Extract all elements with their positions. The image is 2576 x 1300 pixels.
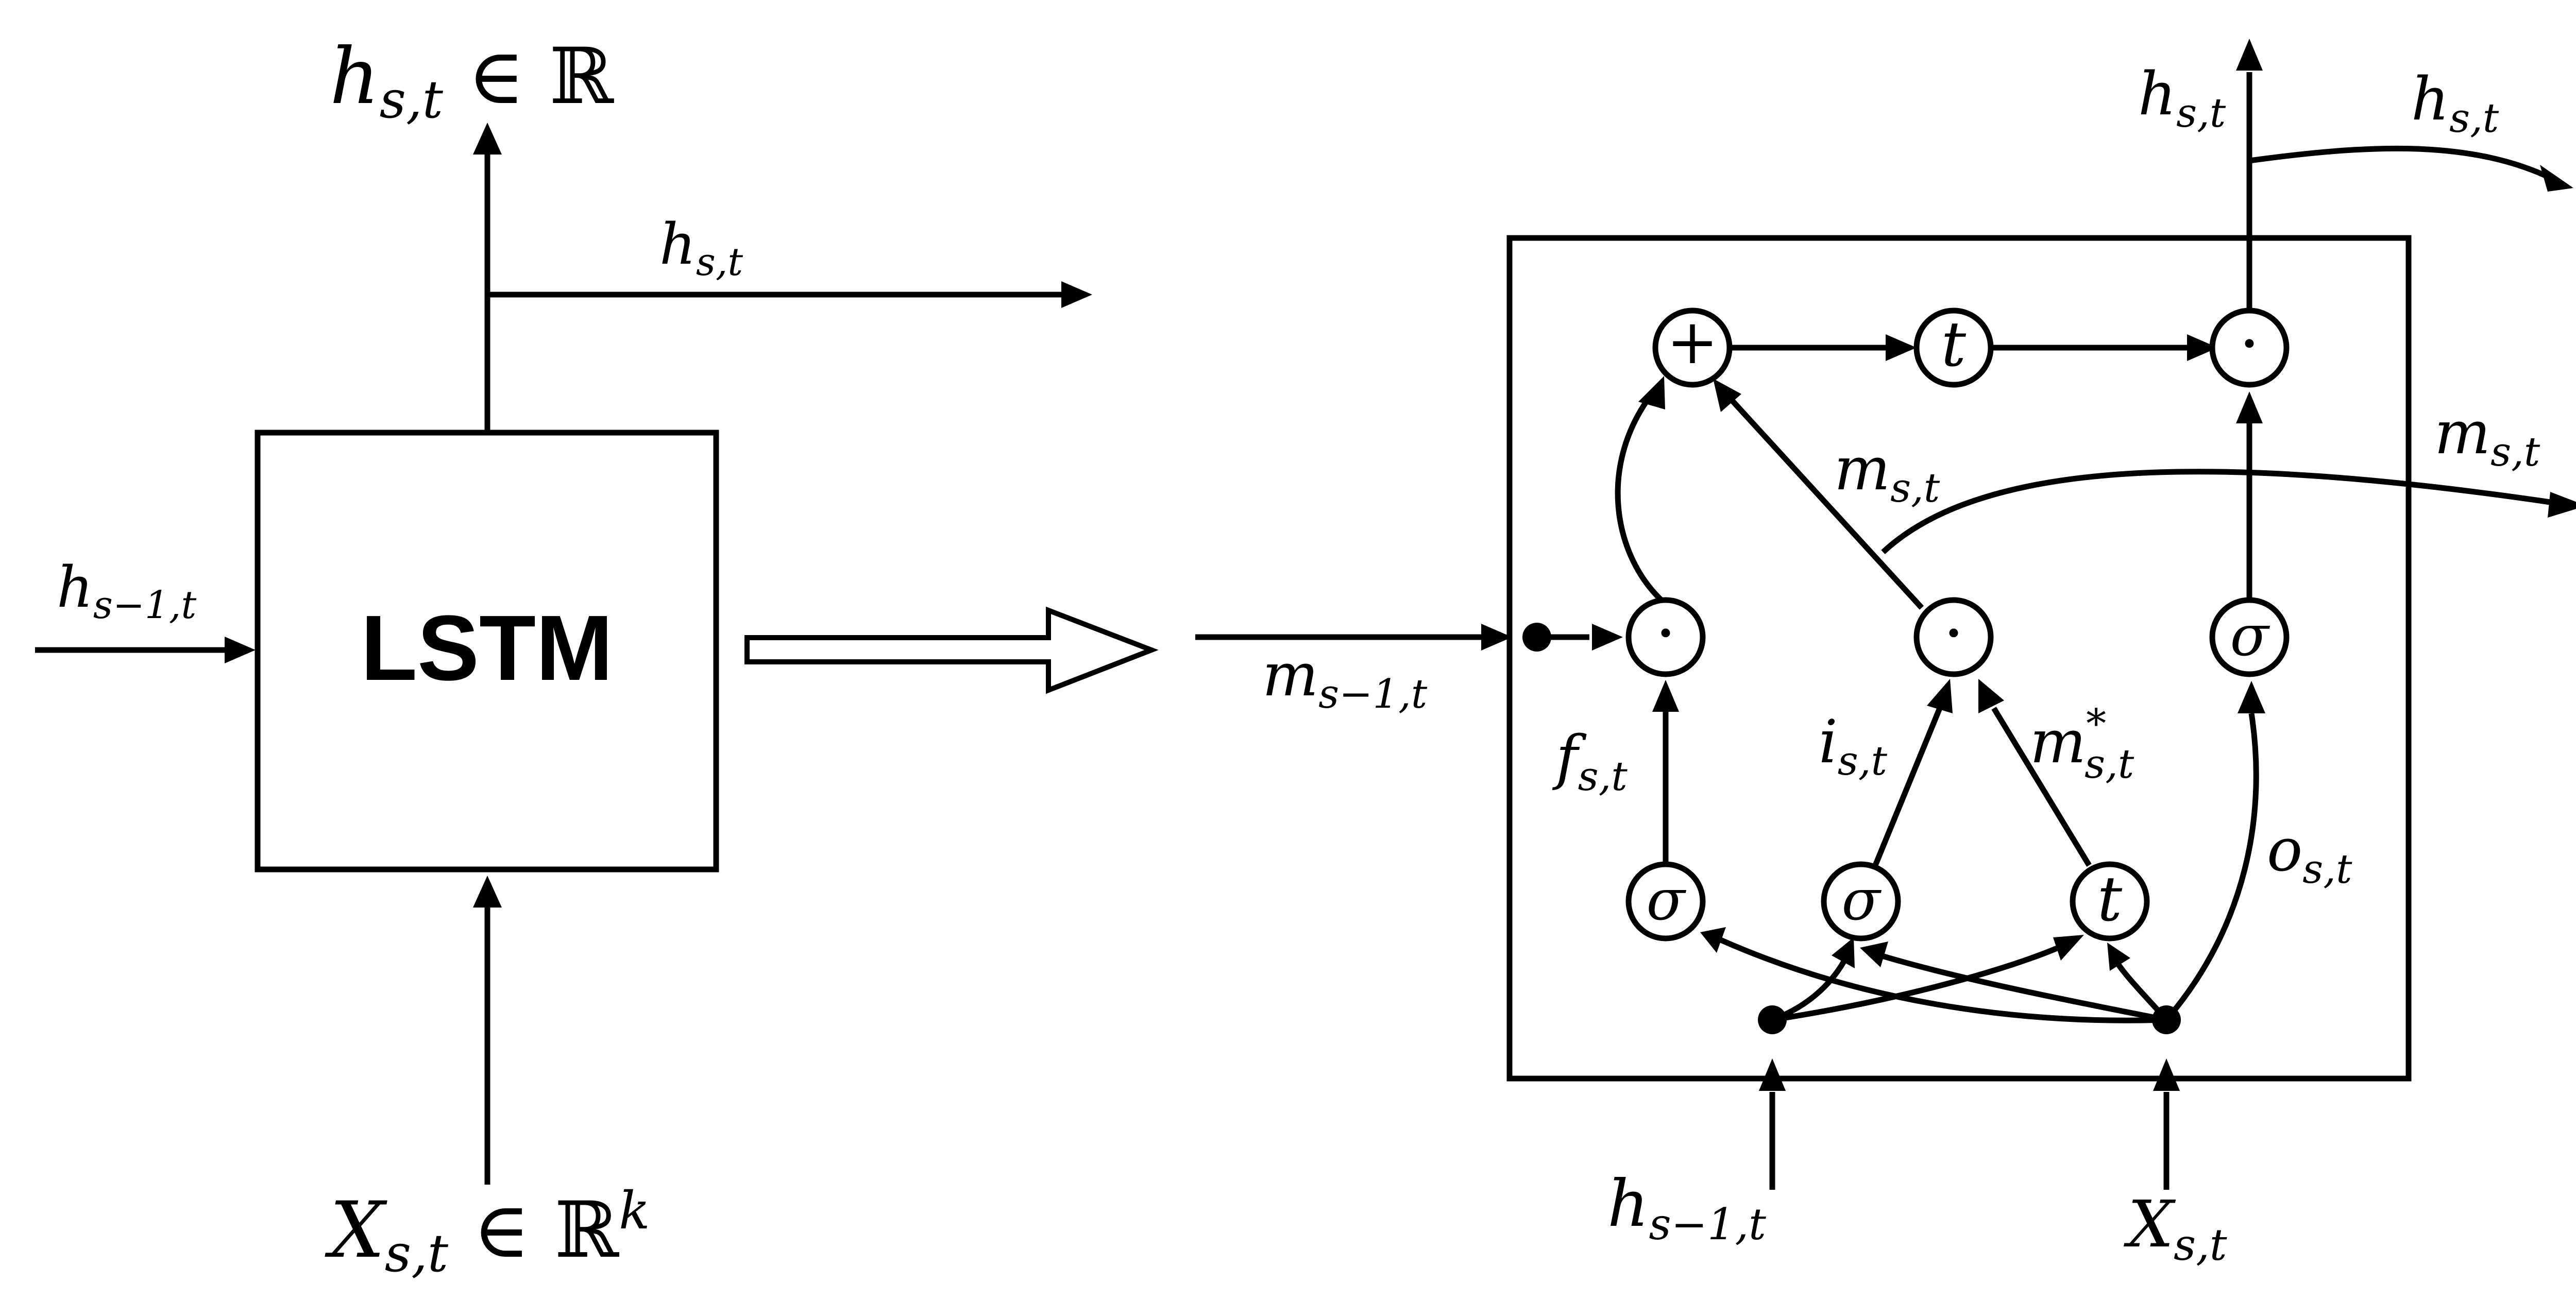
i-sigma-node bbox=[1821, 861, 1901, 942]
cell-arrowheads bbox=[1481, 39, 2576, 1091]
f-label: fs,t bbox=[1552, 723, 1628, 800]
ah-hprev-tanhb bbox=[2053, 935, 2084, 961]
h-out-top-label: hs,t bbox=[2138, 60, 2226, 136]
sum-symbol: + bbox=[1667, 306, 1719, 378]
m-prev-label: ms−1,t bbox=[1262, 641, 1428, 717]
ah-sum-tanh bbox=[1886, 334, 1917, 361]
x-to-isigma bbox=[1879, 952, 2167, 1023]
isigma-to-inputmult bbox=[1872, 707, 1943, 867]
ah-m-prev bbox=[1481, 624, 1512, 651]
tanhb-to-inputmult bbox=[1991, 707, 2092, 867]
ah-x-tanhb bbox=[2107, 943, 2130, 971]
ah-x-isigma bbox=[1860, 942, 1888, 967]
hprev-to-tanhb bbox=[1772, 945, 2060, 1023]
input-mult-node bbox=[1913, 597, 1994, 677]
h-prev-in-label: hs−1,t bbox=[1607, 1167, 1766, 1250]
m-mid-label: ms,t bbox=[1834, 435, 1940, 511]
tanh-top-node bbox=[1913, 307, 1994, 388]
expand-arrow bbox=[744, 606, 1159, 694]
tanh-bottom-symbol: t bbox=[2097, 864, 2123, 935]
cell-box bbox=[1506, 235, 2412, 1082]
forget-to-sum bbox=[1615, 389, 1666, 605]
o-label: os,t bbox=[2267, 816, 2352, 893]
m-star-label: m*s,t bbox=[2030, 701, 2134, 788]
f-sigma-symbol: σ bbox=[1646, 867, 1686, 933]
f-sigma-node bbox=[1625, 861, 1706, 942]
ah-forget-sum bbox=[1638, 376, 1665, 409]
output-top-label: hs,t ∈ ℝ bbox=[330, 32, 614, 130]
out-mult-symbol: ⋅ bbox=[2238, 304, 2261, 383]
inputmult-to-sum bbox=[1726, 395, 1924, 610]
forget-mult-node bbox=[1625, 597, 1706, 677]
arrowhead-up bbox=[473, 123, 502, 155]
input-bottom-label: Xs,t ∈ ℝk bbox=[325, 1181, 650, 1284]
input-left-label: hs−1,t bbox=[57, 554, 196, 627]
m-out-label: ms,t bbox=[2434, 399, 2540, 475]
out-mult-node bbox=[2209, 307, 2290, 388]
arrowhead-into-block-left bbox=[225, 637, 256, 663]
m-prev-dot bbox=[1522, 623, 1551, 652]
out-sigma-symbol: σ bbox=[2230, 603, 2270, 669]
x-junction-dot bbox=[2152, 1005, 2181, 1034]
left-arrowheads bbox=[225, 123, 1092, 908]
h-out-right-label: hs,t bbox=[2411, 65, 2499, 142]
ah-m-out bbox=[2548, 492, 2576, 518]
ah-tanh-outmult bbox=[2187, 334, 2218, 361]
hprev-to-isigma bbox=[1771, 959, 1847, 1023]
output-right-label: hs,t bbox=[659, 211, 743, 284]
ah-fsigma-forget bbox=[1652, 680, 1679, 712]
ah-dot-forget bbox=[1592, 624, 1623, 651]
cell-labels: hs,t hs,t ms,t ms,t ms−1,t fs,t is,t m*s… bbox=[1262, 60, 2540, 1270]
ah-hprev-in bbox=[1759, 1058, 1786, 1091]
input-mult-symbol: ⋅ bbox=[1942, 594, 1965, 672]
out-sigma-node bbox=[2209, 597, 2290, 677]
tanh-bottom-node bbox=[2070, 861, 2150, 942]
forget-mult-symbol: ⋅ bbox=[1654, 594, 1677, 672]
node-symbols: + t ⋅ ⋅ ⋅ σ σ σ t bbox=[1646, 304, 2270, 935]
x-to-osigma bbox=[2164, 713, 2259, 1022]
junction-dots bbox=[1522, 623, 2181, 1034]
arrowhead-into-block-bottom bbox=[473, 876, 502, 908]
h-right-curve bbox=[2249, 145, 2557, 183]
ah-osigma-outmult bbox=[2236, 391, 2263, 423]
ah-x-in bbox=[2153, 1058, 2180, 1091]
x-to-fsigma bbox=[1719, 937, 2167, 1023]
tanh-top-symbol: t bbox=[1941, 309, 1967, 381]
ah-h-right bbox=[2540, 165, 2573, 192]
hprev-junction-dot bbox=[1758, 1005, 1787, 1034]
m-out-curve bbox=[1881, 469, 2551, 555]
x-in-label: Xs,t bbox=[2123, 1187, 2227, 1270]
i-label: is,t bbox=[1819, 708, 1888, 784]
lstm-block-group bbox=[35, 155, 1061, 1185]
ah-hprev-isigma bbox=[1832, 937, 1855, 968]
ah-tanhb-input bbox=[1978, 679, 2004, 713]
lstm-title: LSTM bbox=[361, 596, 613, 700]
ah-x-fsigma bbox=[1700, 927, 1726, 953]
cell-group bbox=[1195, 72, 2557, 1190]
arrowhead-right bbox=[1061, 281, 1092, 308]
i-sigma-symbol: σ bbox=[1841, 867, 1882, 933]
ah-isigma-input bbox=[1927, 679, 1953, 713]
cell-nodes bbox=[1625, 307, 2290, 942]
ah-out-top bbox=[2236, 39, 2263, 71]
ah-x-osigma bbox=[2238, 681, 2265, 713]
ah-input-sum bbox=[1713, 379, 1741, 412]
sum-node bbox=[1652, 307, 1733, 388]
